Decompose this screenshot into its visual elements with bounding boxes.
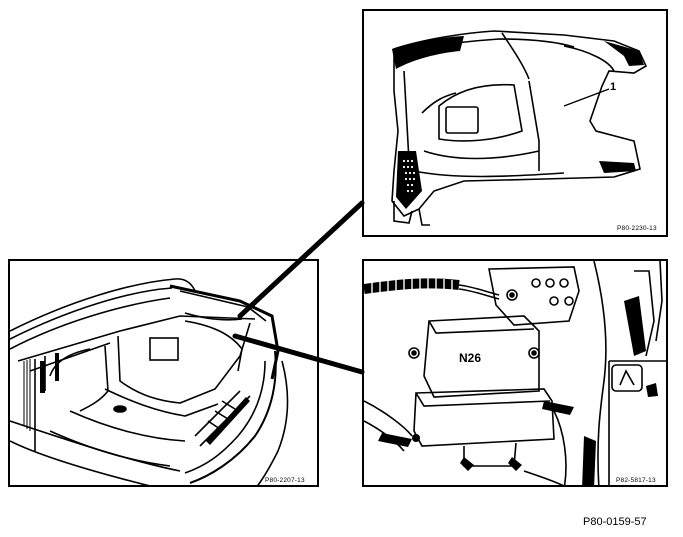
control-unit-panel: N26 P82-5817-13 <box>362 259 668 487</box>
panel-code-control-unit: P82-5817-13 <box>616 477 656 484</box>
control-unit-illustration <box>364 261 666 485</box>
side-trim-illustration <box>391 30 648 226</box>
control-unit-label: N26 <box>459 351 482 365</box>
callout-1-label: 1 <box>610 81 617 93</box>
trunk-illustration <box>10 278 289 485</box>
side-trim-panel: 1 P80-2230-13 <box>362 9 668 237</box>
document-id: P80-0159-57 <box>583 516 647 528</box>
panel-code-side-trim: P80-2230-13 <box>617 225 657 232</box>
panel-code-trunk: P80-2207-13 <box>265 477 305 484</box>
trunk-overview-panel: P80-2207-13 <box>8 259 319 487</box>
